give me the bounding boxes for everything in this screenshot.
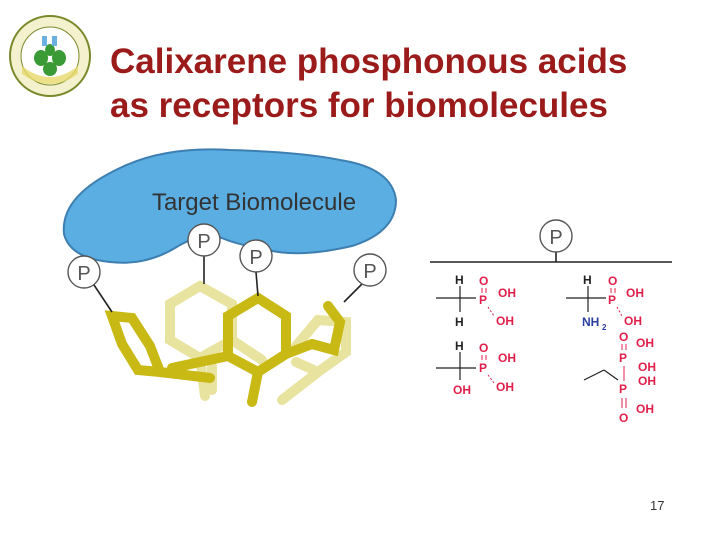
svg-text:OH: OH: [638, 374, 656, 388]
p-circle-4: P: [353, 253, 387, 287]
svg-text:P: P: [619, 351, 627, 365]
svg-text:OH: OH: [624, 314, 642, 328]
phosphonous-structure-3: H OH O P OH OH: [436, 339, 516, 397]
svg-text:P: P: [479, 293, 487, 307]
phosphonous-structure-4: O P OH OH OH P OH O: [583, 330, 656, 425]
svg-text:OH: OH: [453, 383, 471, 397]
svg-text:O: O: [479, 274, 488, 288]
p-circle-legend: P: [539, 219, 573, 253]
phosphonous-structure-1: H H O P OH OH: [436, 273, 516, 329]
svg-text:P: P: [249, 247, 262, 269]
p-circle-1: P: [67, 255, 101, 289]
svg-text:OH: OH: [496, 314, 514, 328]
svg-text:O: O: [619, 411, 628, 425]
page-number: 17: [650, 498, 665, 513]
svg-text:OH: OH: [498, 351, 516, 365]
svg-text:P: P: [479, 361, 487, 375]
svg-text:P: P: [77, 263, 90, 285]
p-circle-3: P: [239, 239, 273, 273]
institute-logo: [9, 15, 91, 97]
svg-text:H: H: [583, 273, 592, 287]
svg-text:OH: OH: [638, 360, 656, 374]
svg-text:O: O: [608, 274, 617, 288]
svg-text:P: P: [619, 382, 627, 396]
svg-text:OH: OH: [496, 380, 514, 394]
svg-text:2: 2: [602, 323, 607, 332]
svg-text:OH: OH: [636, 336, 654, 350]
svg-text:P: P: [549, 227, 562, 249]
leaf-emblem-icon: [34, 44, 66, 76]
svg-text:H: H: [455, 315, 464, 329]
svg-text:H: H: [455, 339, 464, 353]
svg-text:NH: NH: [582, 315, 599, 329]
phosphonous-structure-2: H NH 2 O P OH OH: [566, 273, 644, 332]
svg-text:O: O: [479, 341, 488, 355]
svg-text:OH: OH: [498, 286, 516, 300]
svg-text:P: P: [608, 293, 616, 307]
target-biomolecule-label: Target Biomolecule: [152, 189, 356, 216]
title-line-2: as receptors for biomolecules: [110, 86, 608, 125]
p-circle-2: P: [187, 223, 221, 257]
svg-text:P: P: [363, 261, 376, 283]
calixarene-front-ring: [104, 292, 346, 407]
svg-text:OH: OH: [636, 402, 654, 416]
svg-text:O: O: [619, 330, 628, 344]
svg-text:P: P: [197, 231, 210, 253]
slide-title: Calixarene phosphonous acids as receptor…: [110, 40, 710, 128]
svg-text:OH: OH: [626, 286, 644, 300]
title-line-1: Calixarene phosphonous acids: [110, 42, 628, 81]
svg-text:H: H: [455, 273, 464, 287]
